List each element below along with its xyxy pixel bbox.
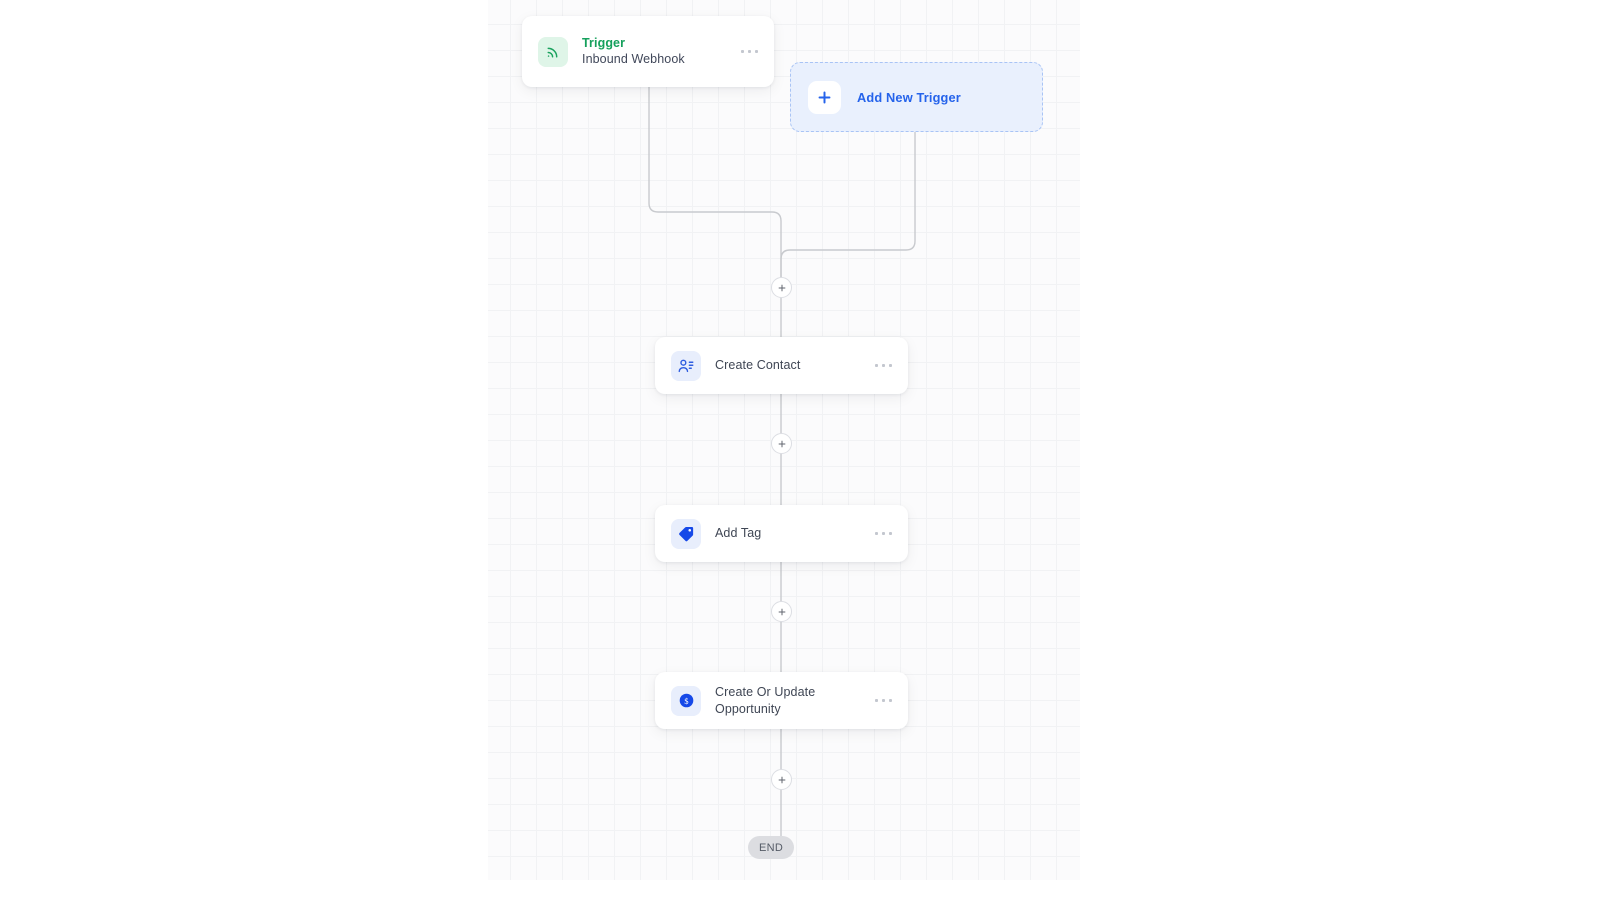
add-new-trigger-button[interactable]: Add New Trigger [790, 62, 1043, 132]
step-more-options-icon[interactable] [874, 363, 892, 368]
contact-person-list-icon [671, 350, 701, 381]
trigger-node-card[interactable]: Trigger Inbound Webhook [522, 16, 774, 87]
step-card-create-contact[interactable]: Create Contact [655, 337, 908, 394]
rss-signal-icon [538, 36, 568, 67]
step-label: Add Tag [715, 526, 762, 541]
step-label: Create Contact [715, 358, 801, 373]
dollar-circle-icon: $ [671, 685, 701, 716]
tag-icon [671, 518, 701, 549]
add-step-after-create-contact[interactable] [771, 433, 792, 454]
step-text-create-contact: Create Contact [715, 357, 865, 374]
connector-wires [648, 86, 916, 837]
trigger-text-block: Trigger Inbound Webhook [582, 35, 731, 68]
step-text-opportunity: Create Or Update Opportunity [715, 684, 865, 717]
step-card-create-or-update-opportunity[interactable]: $ Create Or Update Opportunity [655, 672, 908, 729]
plus-icon [808, 80, 841, 114]
step-card-add-tag[interactable]: Add Tag [655, 505, 908, 562]
add-step-after-triggers[interactable] [771, 277, 792, 298]
step-label: Create Or Update Opportunity [715, 685, 816, 716]
trigger-kicker: Trigger [582, 36, 626, 50]
add-step-after-add-tag[interactable] [771, 601, 792, 622]
workflow-canvas[interactable]: Trigger Inbound Webhook Add New Trigger [488, 0, 1080, 880]
step-text-add-tag: Add Tag [715, 525, 865, 542]
add-new-trigger-label: Add New Trigger [857, 89, 961, 105]
trigger-name: Inbound Webhook [582, 52, 685, 66]
svg-text:$: $ [684, 697, 688, 706]
add-step-after-opportunity[interactable] [771, 769, 792, 790]
step-more-options-icon[interactable] [874, 698, 892, 703]
step-more-options-icon[interactable] [874, 531, 892, 536]
trigger-more-options-icon[interactable] [740, 49, 758, 54]
end-badge: END [748, 836, 794, 859]
